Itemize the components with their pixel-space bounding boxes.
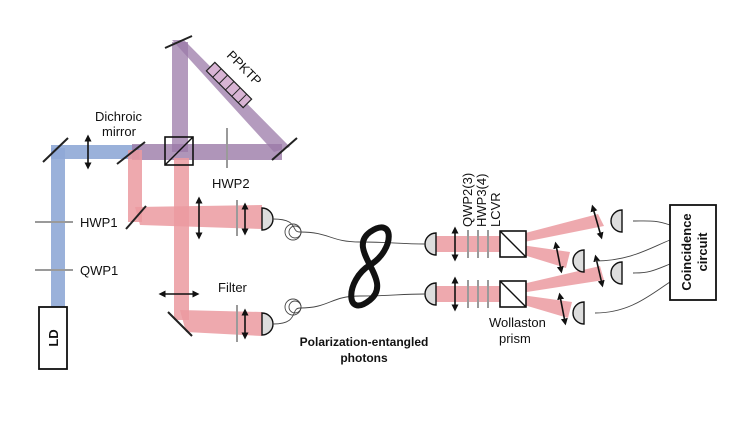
- pbs-cube: [164, 136, 194, 166]
- wollaston-prism-lower: [499, 280, 527, 308]
- detector-2: [572, 249, 585, 273]
- fibers: [272, 218, 671, 325]
- photon-beam-right-lower-2: [514, 266, 604, 294]
- entangled-label-line2: photons: [340, 351, 388, 365]
- wollaston-label-line2: prism: [499, 331, 531, 346]
- mirrors: [42, 35, 298, 337]
- hwp2-label: HWP2: [212, 176, 250, 191]
- photon-beam-right-upper-2: [514, 214, 604, 244]
- wollaston-label-line1: Wollaston: [489, 315, 546, 330]
- detector-1: [610, 209, 623, 233]
- photon-beam-dichroic-down: [128, 150, 142, 222]
- dichroic-label-line2: mirror: [102, 124, 137, 139]
- hwp1-label: HWP1: [80, 215, 118, 230]
- fiber-det-4: [594, 281, 671, 314]
- fiber-couplers: [261, 207, 623, 336]
- laser-diode-box: LD: [38, 306, 68, 370]
- pump-beam-horizontal: [51, 145, 139, 159]
- detector-4: [572, 301, 585, 325]
- arrow-det-4: [557, 292, 568, 326]
- fiber-det-1: [632, 220, 671, 226]
- polarization-arrows: [84, 134, 605, 340]
- arrow-det-3: [593, 254, 605, 288]
- mirror-pump-corner: [42, 137, 69, 163]
- mirror-right: [271, 137, 298, 161]
- mirror-hwp1-corner: [125, 205, 147, 230]
- arrow-det-1: [590, 204, 604, 240]
- photon-beam-vertical-down: [174, 158, 189, 320]
- overlap-beam-horizontal: [132, 144, 282, 160]
- coincidence-circuit-box: Coincidence circuit: [669, 204, 717, 301]
- ld-label: LD: [46, 329, 61, 346]
- detector-3: [610, 261, 623, 285]
- entangled-label-line1: Polarization-entangled: [300, 335, 429, 349]
- hwp34-label: HWP3(4): [474, 174, 489, 227]
- pump-beam-vertical: [51, 148, 65, 308]
- wollaston-prism-upper: [499, 230, 527, 258]
- coupler-lower-out: [424, 282, 437, 306]
- coupler-upper-in: [261, 207, 274, 231]
- mirror-top: [164, 35, 193, 49]
- lcvr-label: LCVR: [488, 192, 503, 227]
- fiber-upper: [272, 218, 426, 245]
- qwp23-label: QWP2(3): [460, 173, 475, 227]
- mirror-lower-corner: [167, 311, 193, 337]
- fiber-det-2: [594, 239, 671, 262]
- fiber-det-3: [632, 263, 671, 274]
- coincidence-label-line2: circuit: [695, 232, 710, 272]
- coincidence-label-line1: Coincidence: [679, 213, 694, 290]
- photon-beam-lower: [180, 310, 262, 336]
- ppktp-crystal: [205, 61, 253, 109]
- overlap-beam-vertical-up: [172, 42, 188, 152]
- coupler-lower-in: [261, 312, 274, 336]
- coupler-upper-out: [424, 232, 437, 256]
- filter-label: Filter: [218, 280, 248, 295]
- dichroic-label-line1: Dichroic: [95, 109, 142, 124]
- arrow-det-2: [553, 241, 564, 274]
- qwp1-label: QWP1: [80, 263, 118, 278]
- waveplates: [35, 128, 489, 342]
- entanglement-symbol: [348, 224, 392, 309]
- dichroic-mirror: [116, 141, 146, 165]
